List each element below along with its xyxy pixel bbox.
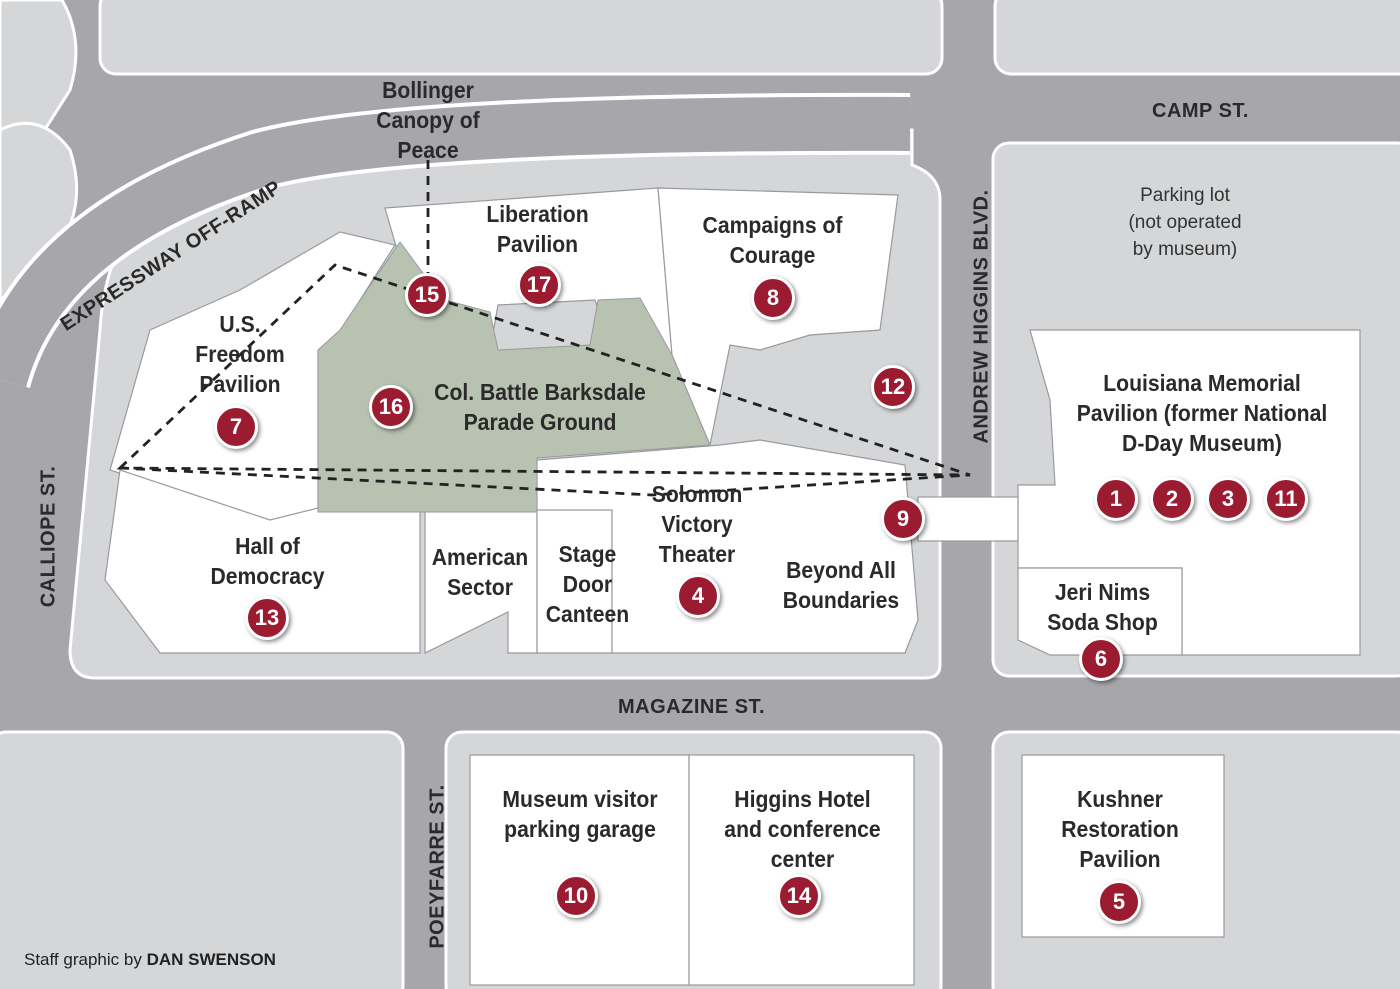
marker-2[interactable]: 2	[1150, 477, 1194, 521]
building-walkway	[917, 496, 1019, 542]
expressway-ramp	[0, 92, 911, 389]
label-campaigns: Campaigns of Courage	[702, 212, 843, 268]
label-jeri: Jeri Nims Soda Shop	[1047, 579, 1158, 635]
marker-11[interactable]: 11	[1264, 477, 1308, 521]
label-freedom: U.S. Freedom Pavilion	[195, 311, 285, 397]
building-hall	[104, 469, 421, 654]
marker-4[interactable]: 4	[676, 574, 720, 618]
block-top-right	[993, 0, 1400, 76]
dashed-routes	[116, 160, 971, 497]
street-calliope: CALLIOPE ST.	[37, 465, 60, 608]
building-higgins	[688, 754, 915, 986]
marker-9[interactable]: 9	[881, 497, 925, 541]
label-kushner: Kushner Restoration Pavilion	[1061, 786, 1179, 872]
label-liberation: Liberation Pavilion	[486, 201, 589, 257]
marker-7[interactable]: 7	[214, 405, 258, 449]
parking-lot-note: Parking lot (not operated by museum)	[1128, 185, 1242, 260]
label-solomon: Solomon Victory Theater	[651, 481, 743, 567]
credit-prefix: Staff graphic by	[24, 950, 142, 969]
marker-10[interactable]: 10	[554, 874, 598, 918]
label-louisiana: Louisiana Memorial Pavilion (former Nati…	[1076, 370, 1328, 456]
label-stage-door: Stage Door Canteen	[545, 541, 630, 627]
marker-12[interactable]: 12	[871, 365, 915, 409]
label-higgins: Higgins Hotel and conference center	[724, 786, 881, 872]
marker-1[interactable]: 1	[1094, 477, 1138, 521]
marker-17[interactable]: 17	[517, 263, 561, 307]
credit-line: Staff graphic by DAN SWENSON	[24, 950, 276, 970]
label-american: American Sector	[431, 544, 529, 600]
label-hall: Hall of Democracy	[210, 533, 325, 589]
label-bollinger: Bollinger Canopy of Peace	[376, 77, 480, 163]
street-magazine: MAGAZINE ST.	[618, 696, 766, 718]
building-garage	[469, 754, 690, 986]
marker-16[interactable]: 16	[369, 385, 413, 429]
label-beyond: Beyond All Boundaries	[782, 557, 900, 613]
street-camp: CAMP ST.	[1152, 100, 1249, 122]
marker-5[interactable]: 5	[1097, 880, 1141, 924]
marker-14[interactable]: 14	[777, 874, 821, 918]
marker-15[interactable]: 15	[405, 273, 449, 317]
block-top-center	[98, 0, 944, 76]
marker-13[interactable]: 13	[245, 596, 289, 640]
credit-author: DAN SWENSON	[146, 950, 276, 969]
street-poeyfarre: POEYFARRE ST.	[426, 784, 449, 949]
marker-6[interactable]: 6	[1079, 637, 1123, 681]
label-barksdale: Col. Battle Barksdale Parade Ground	[434, 379, 646, 435]
block-bottom-left	[0, 730, 405, 989]
marker-3[interactable]: 3	[1206, 477, 1250, 521]
label-garage: Museum visitor parking garage	[502, 786, 658, 842]
marker-8[interactable]: 8	[751, 276, 795, 320]
street-andrew-higgins: ANDREW HIGGINS BLVD.	[970, 189, 993, 444]
